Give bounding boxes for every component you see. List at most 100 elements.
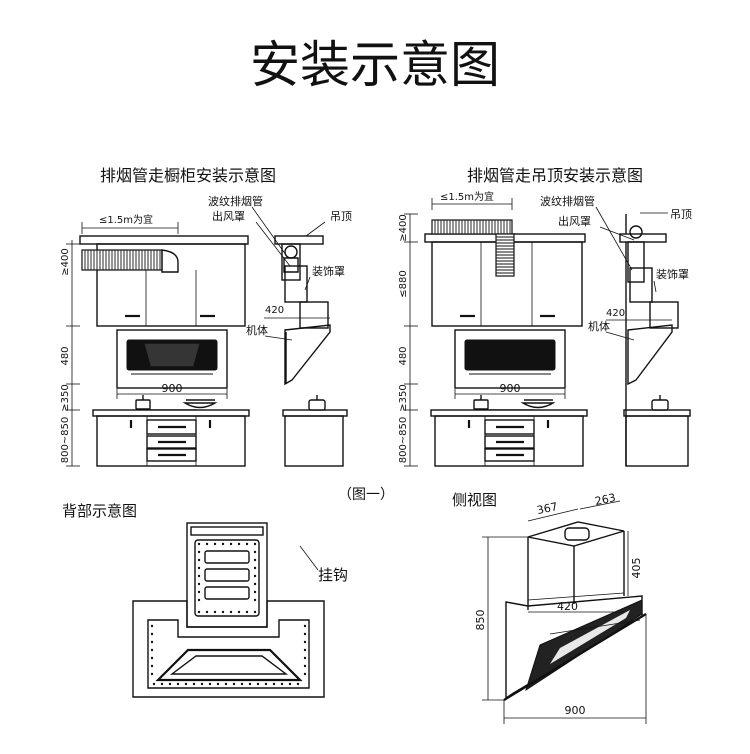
right-dim-900: 900 (500, 382, 521, 395)
right-label-outlet: 出风罩 (558, 214, 591, 228)
bolt-hole (253, 566, 257, 570)
bolt-hole (221, 610, 225, 614)
left-heading: 排烟管走橱柜安装示意图 (100, 166, 276, 185)
back-view-diagram: 背部示意图 挂钩 (62, 502, 348, 698)
bolt-hole (197, 598, 201, 602)
bolt-hole (221, 542, 225, 546)
left-dim-400: ≥400 (60, 248, 71, 275)
side-dim-405: 405 (630, 558, 643, 579)
left-cabinet-top (79, 235, 249, 245)
bolt-hole (150, 656, 154, 660)
left-corrugated-duct (81, 249, 179, 273)
bolt-hole (303, 656, 307, 660)
bolt-hole (216, 682, 220, 686)
left-dim-top: ≤1.5m为宜 (99, 213, 153, 226)
right-dim-400: ≥400 (398, 214, 409, 241)
right-base-cabinet (434, 415, 584, 467)
page-title: 安装示意图 (250, 36, 500, 94)
bolt-hole (192, 682, 196, 686)
bolt-hole (150, 632, 154, 636)
right-dim-480: 480 (398, 346, 409, 365)
bolt-hole (288, 682, 292, 686)
right-label-duct: 波纹排烟管 (540, 194, 595, 208)
bolt-hole (303, 672, 307, 676)
bolt-hole (229, 610, 233, 614)
bolt-hole (237, 542, 241, 546)
bolt-hole (150, 648, 154, 652)
bolt-hole (264, 682, 268, 686)
bolt-hole (197, 550, 201, 554)
left-label-body: 机体 (246, 323, 268, 337)
back-view-heading: 背部示意图 (62, 502, 137, 520)
bolt-hole (303, 664, 307, 668)
bolt-hole (197, 566, 201, 570)
bolt-hole (176, 682, 180, 686)
right-label-ceiling: 吊顶 (670, 208, 692, 221)
bolt-hole (253, 558, 257, 562)
bolt-hole (303, 624, 307, 628)
bolt-hole (184, 682, 188, 686)
left-cabinet-diagram: 排烟管走橱柜安装示意图 ≤1.5m为宜 ≥400 480 ≥350 800~85… (60, 166, 352, 467)
bolt-hole (197, 590, 201, 594)
bolt-hole (200, 682, 204, 686)
bolt-hole (253, 590, 257, 594)
bolt-hole (303, 632, 307, 636)
bolt-hole (240, 682, 244, 686)
right-label-cover: 装饰罩 (656, 267, 689, 281)
right-side-view (619, 214, 691, 467)
right-dim-top: ≤1.5m为宜 (440, 190, 494, 203)
right-range-hood (454, 329, 566, 389)
left-label-ceiling: 吊顶 (330, 210, 352, 223)
bolt-hole (208, 682, 212, 686)
bolt-hole (272, 682, 276, 686)
side-dim-263: 263 (594, 491, 617, 508)
left-range-hood (116, 329, 228, 389)
bolt-hole (245, 610, 249, 614)
left-label-cover: 装饰罩 (312, 264, 345, 278)
bolt-hole (197, 558, 201, 562)
bolt-hole (253, 574, 257, 578)
side-view-heading: 侧视图 (452, 491, 497, 509)
left-upper-cabinet (96, 243, 246, 327)
bolt-hole (150, 624, 154, 628)
bolt-hole (205, 542, 209, 546)
bolt-hole (224, 682, 228, 686)
right-dim-420: 420 (606, 308, 625, 319)
bolt-hole (248, 682, 252, 686)
bolt-hole (213, 542, 217, 546)
left-dim-800-850: 800~850 (60, 417, 71, 464)
back-label-hook: 挂钩 (318, 566, 348, 584)
right-dim-350: ≥350 (398, 384, 409, 411)
bolt-hole (256, 682, 260, 686)
bolt-hole (253, 598, 257, 602)
bolt-hole (253, 542, 257, 546)
left-side-view (274, 235, 348, 467)
bolt-hole (197, 582, 201, 586)
side-dim-367: 367 (536, 500, 559, 517)
bolt-hole (303, 648, 307, 652)
right-countertop (430, 409, 588, 417)
bolt-hole (280, 682, 284, 686)
bolt-hole (150, 640, 154, 644)
bolt-hole (150, 664, 154, 668)
bolt-hole (253, 610, 257, 614)
bolt-hole (152, 682, 156, 686)
left-dim-900: 900 (162, 382, 183, 395)
side-dim-900: 900 (565, 704, 586, 717)
right-ceiling-diagram: 排烟管走吊顶安装示意图 ≤1.5m为宜 ≥400 ≤880 480 ≥350 8… (398, 166, 692, 467)
left-countertop (92, 409, 250, 417)
figure-caption: （图一） (338, 487, 394, 503)
side-dim-850: 850 (474, 610, 487, 631)
side-view-diagram: 侧视图 367 263 405 850 420 900 (452, 491, 647, 724)
bolt-hole (245, 542, 249, 546)
bolt-hole (253, 582, 257, 586)
right-dim-800-850: 800~850 (398, 417, 409, 464)
bolt-hole (253, 550, 257, 554)
right-corrugated-duct (431, 219, 515, 277)
left-label-outlet: 出风罩 (212, 209, 245, 223)
bolt-hole (303, 640, 307, 644)
bolt-hole (168, 682, 172, 686)
left-dim-480: 480 (60, 346, 71, 365)
right-dim-880: ≤880 (398, 270, 409, 297)
